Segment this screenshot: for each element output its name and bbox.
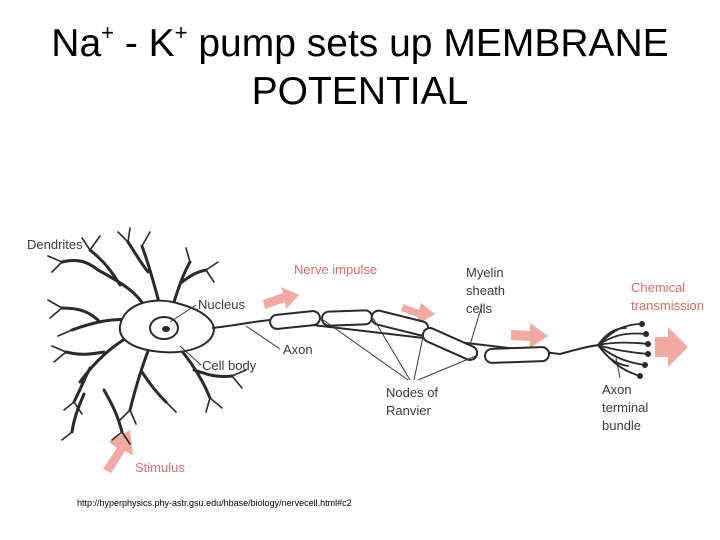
impulse-arrow-3 [511,323,548,348]
nucleolus [162,326,170,332]
label-nodes-2: Ranvier [386,403,431,418]
terminal-bouton [645,341,651,347]
leader-cell-body [179,345,202,366]
terminal-bouton [643,331,649,337]
leader-nodes-3 [413,331,425,381]
leader-nodes-4 [417,354,479,381]
dendrites [60,240,234,434]
label-terminal-1: Axon [602,382,632,397]
label-nerve-impulse: Nerve impulse [294,262,377,277]
impulse-arrows [103,287,688,473]
label-dendrites: Dendrites [27,237,83,252]
label-myelin-2: sheath [466,283,505,298]
slide-title: Na+ - K+ pump sets up MEMBRANE POTENTIAL [0,20,720,116]
impulse-arrow-1 [263,287,299,309]
terminal-bouton [645,351,651,357]
myelin-segment-5 [484,346,550,364]
leader-nodes-2 [372,317,411,381]
title-line-1: Na+ - K+ pump sets up MEMBRANE [51,20,669,66]
terminal-bouton [639,321,645,327]
source-url[interactable]: http://hyperphysics.phy-astr.gsu.edu/hba… [77,498,352,508]
axon-line [211,318,601,356]
label-chemical-1: Chemical [631,280,685,295]
myelin-segment-2 [321,309,373,327]
leader-nucleus [169,304,197,323]
leader-myelin [469,304,483,346]
title-line-2: POTENTIAL [251,70,469,113]
leader-nodes-1 [318,316,409,381]
label-nodes-1: Nodes of [386,385,438,400]
myelin-segment-1 [269,310,321,330]
dendrites-fine [47,227,247,445]
label-terminal-2: terminal [602,400,648,415]
leader-axon [245,325,281,350]
label-myelin-3: cells [466,301,493,316]
label-axon: Axon [283,342,313,357]
label-cell-body: Cell body [202,358,257,373]
terminal-bouton [637,373,643,379]
myelin-sheath [269,309,550,364]
label-terminal-3: bundle [602,418,641,433]
leader-terminal [615,357,621,379]
label-nucleus: Nucleus [198,297,245,312]
leader-lines [169,304,621,381]
label-stimulus: Stimulus [135,460,185,475]
impulse-arrow-2 [401,303,435,324]
terminal-bouton [642,362,648,368]
terminal-boutons [637,321,651,379]
label-myelin-1: Myelin [466,265,504,280]
stimulus-arrow [103,430,133,473]
axon-terminal-bundle [597,323,649,377]
chemical-arrow [655,327,688,367]
label-chemical-2: transmission [631,298,704,313]
